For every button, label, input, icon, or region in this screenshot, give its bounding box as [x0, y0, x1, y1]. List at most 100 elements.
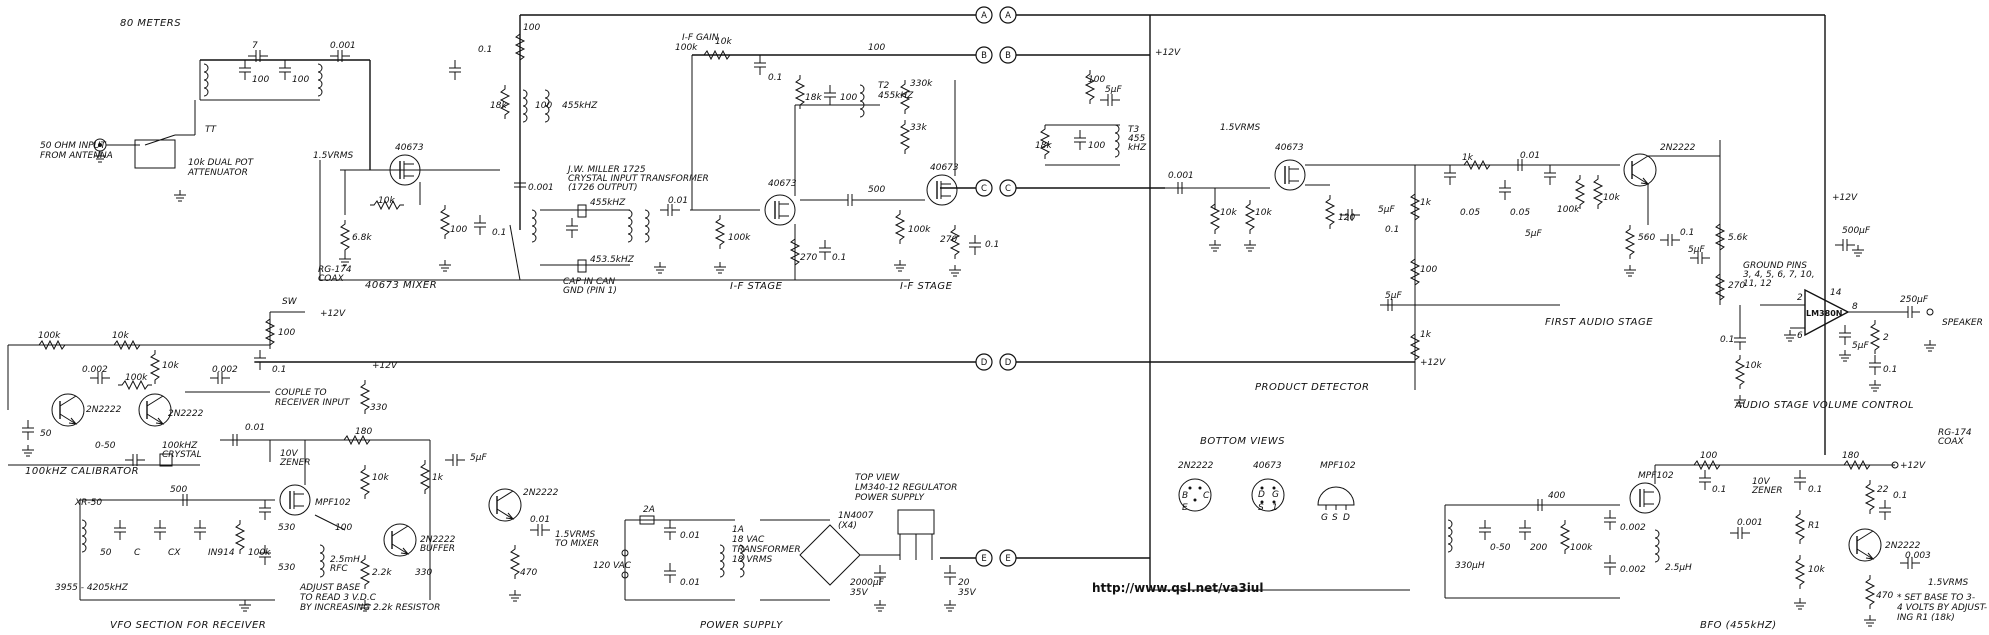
svg-text:A: A	[1005, 11, 1011, 21]
q-pd-label: 40673	[1275, 143, 1304, 153]
pinout-mpf102	[1317, 486, 1355, 510]
q-if1-label: 40673	[768, 179, 797, 189]
c-01-bfo-label: 0.1	[1712, 485, 1726, 495]
c-2000-label-2: 35V	[850, 588, 868, 598]
adjust-base-note-2: TO READ 3 V.D.C	[300, 593, 377, 603]
pinout-40673-1: 1	[1272, 503, 1278, 513]
q-buf-label-1: 2N2222	[420, 535, 456, 545]
x4535-label: 453.5kHZ	[590, 255, 635, 265]
title-if-stage-2: I-F STAGE	[900, 281, 953, 292]
c-400-label: 400	[1548, 491, 1565, 501]
r-100-mix-label: 100	[450, 225, 467, 235]
r-10k-pd2-label: 10k	[1255, 208, 1272, 218]
coax-mixer-note-2: COAX	[318, 274, 345, 284]
transformer-note-4: 18 VRMS	[732, 555, 772, 565]
svg-text:C: C	[981, 184, 987, 194]
pinout-mpf102-d: D	[1343, 513, 1350, 523]
c-01-if2-label: 0.1	[985, 240, 999, 250]
transformer-note-3: TRANSFORMER	[732, 545, 801, 555]
regulator-note-1: TOP VIEW	[855, 473, 900, 483]
c-01-sw-label: 0.1	[272, 365, 286, 375]
vfo-to-mixer-note-1: 1.5VRMS	[555, 530, 595, 540]
c-0002b-label: 0.002	[212, 365, 238, 375]
pinout-40673-g: G	[1272, 490, 1279, 500]
adjust-base-note-1: ADJUST BASE	[299, 583, 360, 593]
antenna-input	[93, 138, 187, 202]
t3-label-1: T3	[1128, 125, 1139, 135]
source-url: http://www.qsl.net/va3iul	[1092, 581, 1263, 595]
r-100k-if1-label: 100k	[728, 233, 751, 243]
svg-text:D: D	[981, 358, 988, 368]
jw-miller-note-1: J.W. MILLER 1725	[566, 165, 646, 175]
q-vfo-label: MPF102	[315, 498, 351, 508]
bridge-note-1: 1N4007	[838, 511, 874, 521]
jw-miller-note-2: CRYSTAL INPUT TRANSFORMER	[568, 174, 709, 184]
ground-pins-note-3: 11, 12	[1743, 279, 1772, 289]
r-10k-cal2-label: 10k	[162, 361, 179, 371]
c-01-top-label: 0.1	[478, 45, 492, 55]
t1-label: 455kHZ	[562, 101, 598, 111]
r-10k-vol-label: 10k	[1745, 361, 1762, 371]
plus12-label-pd: +12V	[1420, 358, 1446, 368]
front-end-filter	[144, 49, 371, 146]
c-001a-label: 0.001	[330, 41, 356, 51]
vrms-mixer-note: 1.5VRMS	[313, 151, 353, 161]
c-050-bfo-label: 0-50	[1490, 543, 1511, 553]
pinout-40673-s: S	[1258, 503, 1264, 513]
title-80-meters: 80 METERS	[120, 18, 181, 29]
c-005b-label: 0.05	[1510, 208, 1530, 218]
r-10k-pd1-label: 10k	[1220, 208, 1237, 218]
c-500uf-label: 500µF	[1842, 226, 1871, 236]
bus-a	[519, 14, 1826, 455]
pinout-40673	[1251, 478, 1285, 512]
adjust-base-note-3: BY INCREASING 2.2k RESISTOR	[300, 603, 440, 613]
q-bfo2-label: 2N2222	[1885, 541, 1921, 551]
c-01-au-label: 0.1	[1680, 228, 1694, 238]
rail-12v-vertical	[1149, 15, 1410, 591]
terminal-b: B B	[975, 46, 1017, 64]
c-20-label-2: 35V	[958, 588, 976, 598]
title-mixer: 40673 MIXER	[365, 280, 437, 291]
c-001-if-label: 0.01	[668, 196, 688, 206]
rfc-label-2: RFC	[330, 564, 348, 574]
c-0001-pd-label: 0.001	[1168, 171, 1194, 181]
r-10k-cal1-label: 10k	[112, 331, 129, 341]
regulator-note-2: LM340-12 REGULATOR	[855, 483, 957, 493]
r-18k-t3-label: 18k	[1035, 141, 1052, 151]
q-bfo-label: MPF102	[1638, 471, 1674, 481]
c-0002-bfo2-label: 0.002	[1620, 565, 1646, 575]
couple-note-1: COUPLE TO	[275, 388, 327, 398]
regulator-note-3: POWER SUPPLY	[855, 493, 926, 503]
r-180-vfo-label: 180	[355, 427, 372, 437]
title-volume: AUDIO STAGE VOLUME CONTROL	[1734, 400, 1914, 411]
r-68k-label: 6.8k	[352, 233, 372, 243]
pinout-2n2222-c: C	[1203, 491, 1210, 501]
x455-label: 455kHZ	[590, 198, 626, 208]
t3-label-3: kHZ	[1128, 143, 1147, 153]
title-vfo: VFO SECTION FOR RECEIVER	[110, 620, 266, 631]
r-100-fb-label: 100	[868, 43, 885, 53]
r-100k-cal2-label: 100k	[125, 373, 148, 383]
bridge-note-2: (X4)	[838, 521, 857, 531]
sw-note: SW	[282, 297, 298, 307]
c-500-vfo-label: 500	[170, 485, 187, 495]
coax-mixer-note-1: RG-174	[318, 265, 352, 275]
r-10k-gain-label: 10k	[715, 37, 732, 47]
ground-pins-note-2: 3, 4, 5, 6, 7, 10,	[1743, 270, 1815, 280]
plus12-label-sw: +12V	[320, 309, 346, 319]
r-1k-au-label: 1k	[1462, 153, 1474, 163]
title-first-audio: FIRST AUDIO STAGE	[1545, 317, 1653, 328]
c-tune-label: C	[134, 548, 141, 558]
r-330k-label: 330k	[910, 79, 933, 89]
c-01-gain-label: 0.1	[768, 73, 782, 83]
pinout-mpf102-g: G	[1321, 513, 1328, 523]
c-5uf-vol-label: 5µF	[1852, 341, 1869, 351]
r-22-label: 22	[1877, 485, 1889, 495]
pinout-mpf102-s: S	[1332, 513, 1338, 523]
terminal-a: A A	[975, 6, 1017, 24]
c-01-mix-label: 0.1	[492, 228, 506, 238]
pinout-2n2222-e: E	[1182, 503, 1188, 513]
mixer-stage	[319, 29, 910, 281]
r-560-label: 560	[1638, 233, 1655, 243]
transformer-note-2: 18 VAC	[732, 535, 765, 545]
